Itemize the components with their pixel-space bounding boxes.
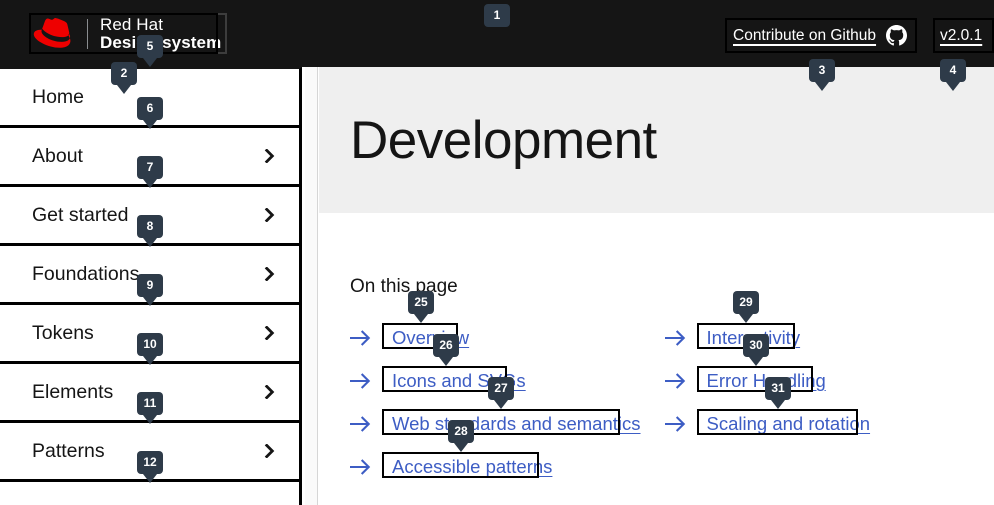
- chevron-right-icon: [264, 385, 275, 399]
- annotation-marker-11: 11: [137, 392, 163, 415]
- toc-row: Accessible patterns: [350, 445, 665, 488]
- version-label: v2.0.1: [940, 26, 983, 44]
- toc-row: Scaling and rotation: [664, 402, 994, 445]
- brand-divider: [87, 18, 88, 49]
- annotation-marker-29: 29: [733, 291, 759, 314]
- arrow-right-icon: [350, 458, 371, 475]
- sidebar-scrollbar[interactable]: [305, 67, 318, 505]
- annotation-marker-27: 27: [488, 377, 514, 400]
- toc-row: Error Handling: [664, 359, 994, 402]
- arrow-right-icon: [350, 372, 371, 389]
- annotation-marker-26: 26: [433, 334, 459, 357]
- chevron-right-icon: [264, 208, 275, 222]
- sidebar-item-blank[interactable]: [0, 482, 299, 505]
- annotation-marker-4: 4: [940, 59, 966, 82]
- page-hero: Development: [319, 67, 994, 213]
- sidebar-item-label: Patterns: [32, 439, 105, 462]
- redhat-fedora-logo-icon: [33, 17, 71, 48]
- annotation-marker-9: 9: [137, 274, 163, 297]
- sidebar-item-label: Home: [32, 85, 85, 108]
- annotation-marker-6: 6: [137, 97, 163, 120]
- chevron-right-icon: [264, 267, 275, 281]
- annotation-marker-12: 12: [137, 451, 163, 474]
- version-badge-link[interactable]: v2.0.1: [933, 18, 994, 53]
- annotation-marker-7: 7: [137, 156, 163, 179]
- arrow-right-icon: [664, 372, 685, 389]
- sidebar-item-label: Foundations: [32, 262, 140, 285]
- brand-logo-link[interactable]: Red Hat Design system: [29, 13, 228, 54]
- annotation-marker-25: 25: [408, 291, 434, 314]
- annotation-marker-1: 1: [484, 4, 510, 27]
- on-this-page-heading: On this page: [350, 276, 458, 297]
- arrow-right-icon: [350, 329, 371, 346]
- chevron-right-icon: [264, 149, 275, 163]
- brand-line-1: Red Hat: [100, 14, 164, 34]
- sidebar-item-label: Tokens: [32, 321, 94, 344]
- annotation-marker-31: 31: [765, 377, 791, 400]
- toc-link-web-standards-and-semantics[interactable]: Web standards and semantics: [392, 412, 641, 434]
- page-title: Development: [350, 110, 657, 170]
- annotation-marker-3: 3: [809, 59, 835, 82]
- annotation-marker-8: 8: [137, 215, 163, 238]
- annotation-marker-10: 10: [137, 333, 163, 356]
- arrow-right-icon: [664, 415, 685, 432]
- annotation-marker-5: 5: [137, 35, 163, 58]
- sidebar-item-label: About: [32, 144, 83, 167]
- chevron-right-icon: [264, 326, 275, 340]
- arrow-right-icon: [664, 329, 685, 346]
- toc-column-right: InteractivityError HandlingScaling and r…: [664, 316, 994, 488]
- annotation-marker-2: 2: [111, 62, 137, 85]
- sidebar-item-label: Elements: [32, 380, 114, 403]
- toc-link-scaling-and-rotation[interactable]: Scaling and rotation: [706, 412, 871, 434]
- arrow-right-icon: [350, 415, 371, 432]
- chevron-right-icon: [264, 444, 275, 458]
- sidebar-item-label: Get started: [32, 203, 129, 226]
- annotation-marker-30: 30: [743, 334, 769, 357]
- github-icon: [886, 25, 907, 46]
- toc-link-accessible-patterns[interactable]: Accessible patterns: [392, 455, 553, 477]
- toc-row: Interactivity: [664, 316, 994, 359]
- toc-row: Overview: [350, 316, 665, 359]
- contribute-on-github-link[interactable]: Contribute on Github: [725, 18, 917, 53]
- annotation-marker-28: 28: [448, 420, 474, 443]
- contribute-on-github-label: Contribute on Github: [733, 26, 877, 44]
